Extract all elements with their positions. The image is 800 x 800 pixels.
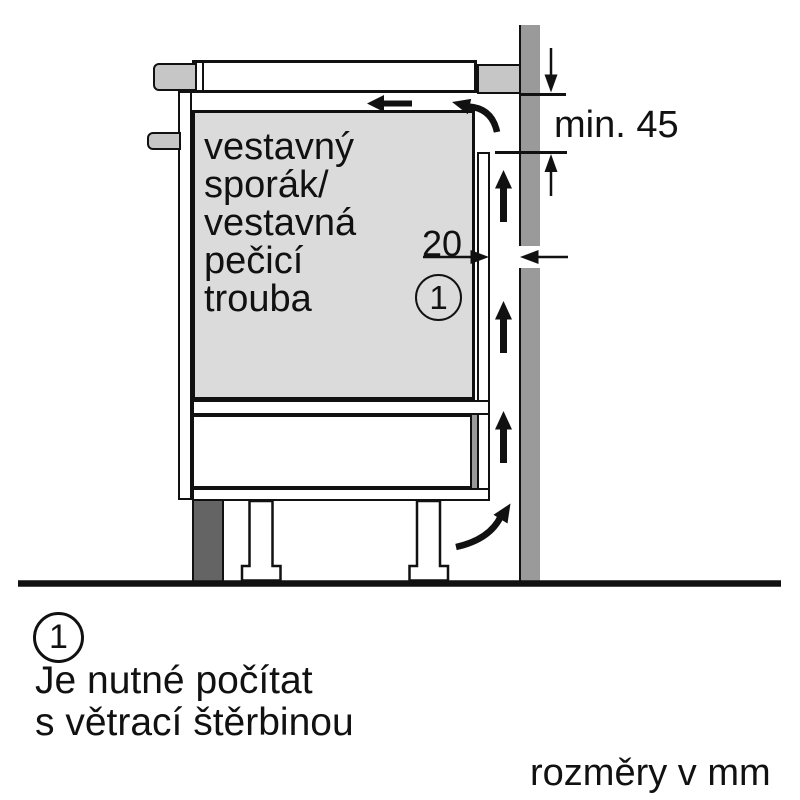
hob-left-trim (153, 63, 197, 91)
oven-description-line: trouba (204, 278, 312, 320)
under-oven-shelf (192, 400, 490, 415)
footnote-text-line2: s větrací štěrbinou (35, 701, 354, 744)
drawer-front (192, 415, 477, 488)
footnote-text-line1: Je nutné počítat (35, 659, 313, 702)
vent-gap-up-arrow-3 (495, 411, 512, 463)
oven-description-line: pečicí (204, 240, 304, 282)
cabinet-bottom-panel (192, 488, 490, 501)
units-label: rozměry v mm (530, 752, 771, 794)
cabinet-left-panel (178, 91, 192, 500)
footnote-marker-circle: 1 (33, 612, 84, 663)
vent-gap-up-arrow-1 (495, 170, 512, 222)
oven-description: vestavný sporák/ vestavná pečicí trouba (204, 128, 356, 318)
callout-1-number: 1 (429, 278, 448, 316)
airflow-curve-bottom (455, 503, 511, 551)
oven-description-line: vestavná (204, 202, 357, 244)
left-adjustable-foot (240, 499, 282, 582)
handle-knob (147, 132, 181, 150)
dim-gap20-label: 20 (422, 223, 463, 264)
dim-min45-label: min. 45 (554, 104, 679, 146)
footnote-marker-number: 1 (49, 618, 68, 656)
right-adjustable-foot (408, 499, 450, 582)
worktop-segment (477, 64, 521, 94)
oven-compartment (192, 110, 475, 400)
plinth-pedestal (192, 501, 224, 581)
vent-gap-up-arrow-2 (495, 301, 512, 353)
callout-1-circle: 1 (415, 274, 462, 321)
wall (519, 25, 540, 582)
drawer-side-spacer (470, 415, 479, 488)
hob-panel (192, 60, 477, 93)
oven-description-line: sporák/ (204, 164, 329, 206)
oven-description-line: vestavný (204, 126, 354, 168)
